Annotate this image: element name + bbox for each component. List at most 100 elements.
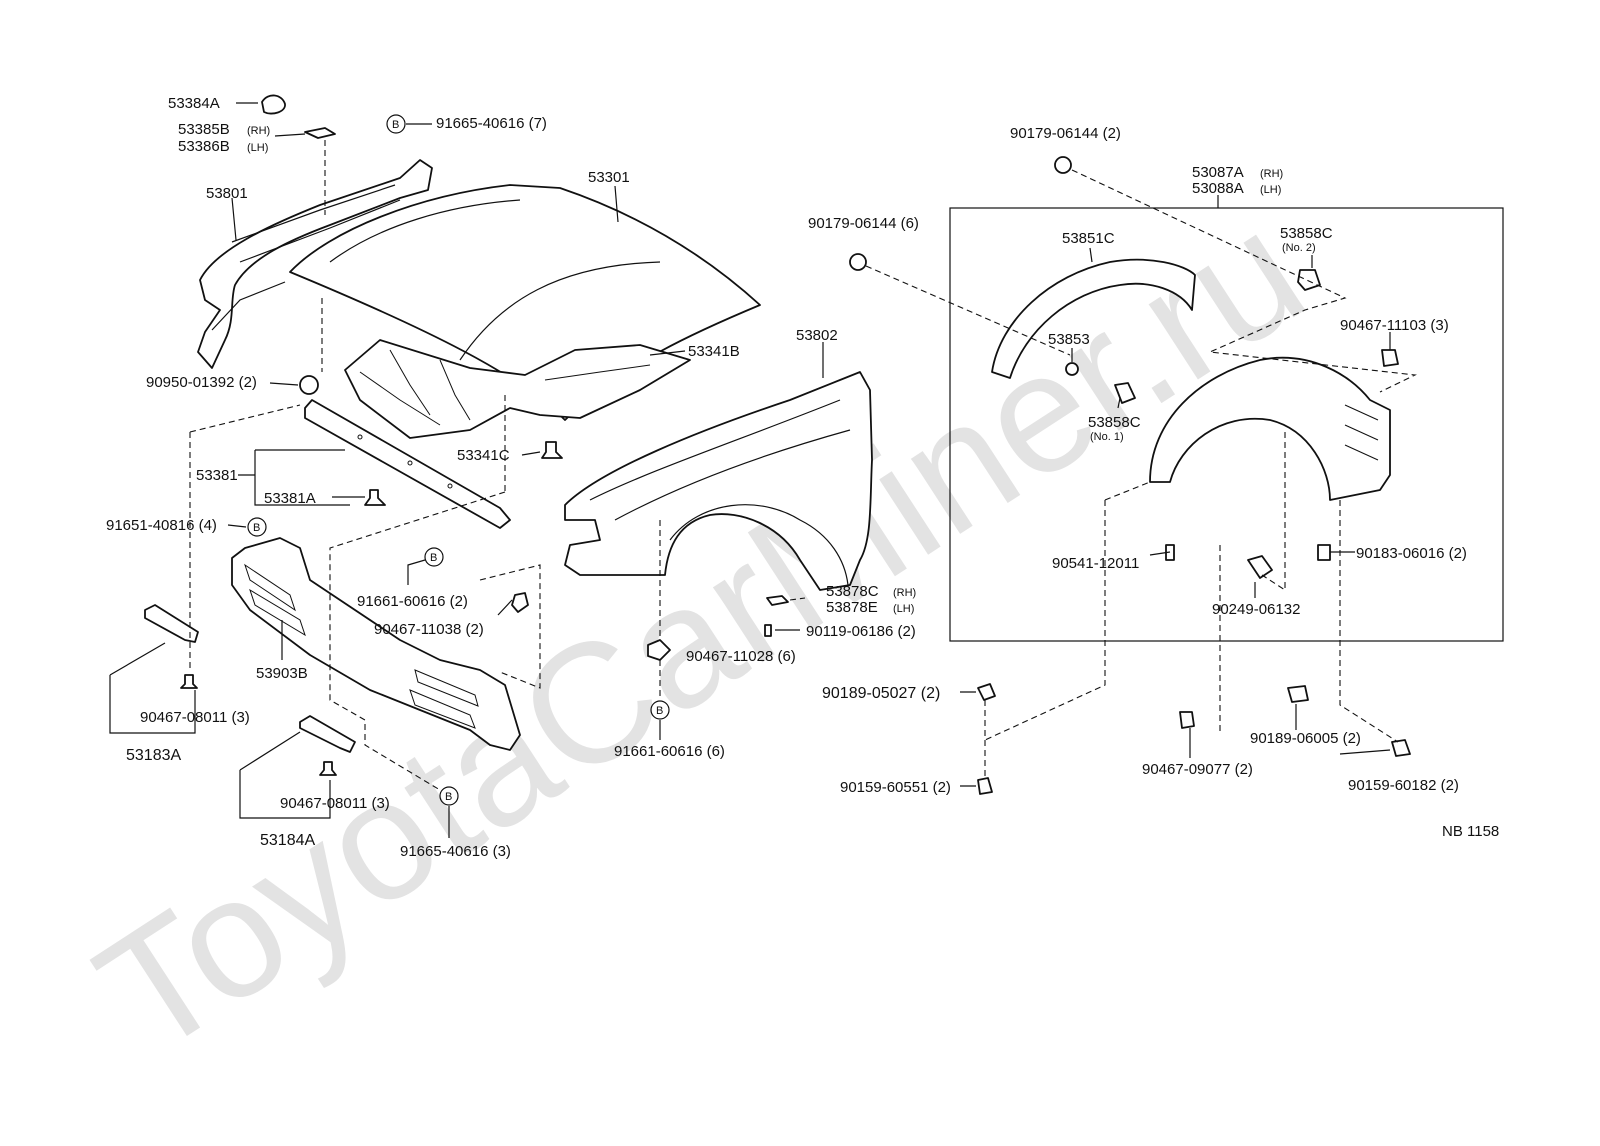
hood-cushion-90950[interactable]	[299, 375, 319, 395]
label-90541-12011: 90541-12011	[1052, 555, 1139, 572]
clip-53853[interactable]	[1065, 362, 1079, 376]
nut-90467-09077[interactable]	[1179, 711, 1195, 729]
front-fender-53802[interactable]	[564, 371, 873, 591]
clip-53878C[interactable]	[766, 595, 789, 606]
label-53386B-side: (LH)	[247, 142, 268, 154]
clip-90467-08011-b[interactable]	[319, 761, 337, 776]
leader-lines-left	[109, 102, 824, 838]
label-90119-06186: 90119-06186 (2)	[806, 623, 916, 640]
label-90467-11038: 90467-11038 (2)	[374, 621, 484, 638]
label-53301: 53301	[588, 169, 630, 186]
label-90467-11103: 90467-11103 (3)	[1340, 317, 1449, 334]
label-53858C-no1: 53858C	[1088, 414, 1141, 431]
label-90189-06005: 90189-06005 (2)	[1250, 730, 1361, 747]
label-53858C-no2-sub: (No. 2)	[1282, 242, 1316, 254]
label-53385B-side: (RH)	[247, 125, 270, 137]
svg-text:B: B	[430, 552, 437, 564]
label-53802: 53802	[796, 327, 838, 344]
clip-90467-11038[interactable]	[511, 592, 529, 613]
screw-90119[interactable]	[764, 624, 772, 637]
dashed-guides-right	[865, 169, 1417, 780]
label-90467-11028: 90467-11028 (6)	[686, 648, 796, 665]
bolt-symbol-b1: B	[386, 114, 406, 134]
diagram-code: NB 1158	[1442, 823, 1499, 840]
screw-90159-60551[interactable]	[977, 777, 993, 795]
label-90950-01392: 90950-01392 (2)	[146, 374, 257, 391]
label-53088A-side: (LH)	[1260, 184, 1281, 196]
label-91661-60616-2: 91661-60616 (2)	[357, 593, 468, 610]
clip-53341C[interactable]	[541, 441, 563, 459]
screw-90249[interactable]	[1247, 555, 1273, 579]
label-53858C-no2: 53858C	[1280, 225, 1333, 242]
svg-text:B: B	[656, 705, 663, 717]
label-53903B: 53903B	[256, 665, 308, 682]
label-90159-60551: 90159-60551 (2)	[840, 779, 951, 796]
label-53878C: 53878C	[826, 583, 879, 600]
label-53801: 53801	[206, 185, 248, 202]
nut-90183[interactable]	[1317, 544, 1331, 561]
screw-90159-60182[interactable]	[1391, 739, 1411, 757]
bracket-53183A[interactable]	[144, 604, 199, 643]
label-53878E-side: (LH)	[893, 603, 914, 615]
label-53858C-no1-sub: (No. 1)	[1090, 431, 1124, 443]
label-53341B: 53341B	[688, 343, 740, 360]
label-53851C: 53851C	[1062, 230, 1115, 247]
label-90467-09077: 90467-09077 (2)	[1142, 761, 1253, 778]
label-53385B: 53385B	[178, 121, 230, 138]
label-53878C-side: (RH)	[893, 587, 916, 599]
label-53184A: 53184A	[260, 832, 315, 849]
label-91665-40616-3: 91665-40616 (3)	[400, 843, 511, 860]
bolt-symbol-b5: B	[439, 786, 459, 806]
label-90467-08011-b: 90467-08011 (3)	[280, 795, 390, 812]
clip-90179-06144-left[interactable]	[849, 253, 867, 271]
clip-90189-05027[interactable]	[977, 683, 996, 701]
label-90179-06144-6: 90179-06144 (6)	[808, 215, 919, 232]
label-53341C: 53341C	[457, 447, 510, 464]
fender-flare-53087A[interactable]	[1149, 356, 1391, 501]
label-90249-06132: 90249-06132	[1212, 601, 1300, 618]
label-53087A: 53087A	[1192, 164, 1244, 181]
clip-53858C-no1[interactable]	[1114, 382, 1136, 404]
moulding-53851C[interactable]	[991, 258, 1196, 379]
label-90179-06144-2: 90179-06144 (2)	[1010, 125, 1121, 142]
svg-text:B: B	[445, 791, 452, 803]
svg-text:B: B	[253, 522, 260, 534]
svg-text:B: B	[392, 119, 399, 131]
label-53088A: 53088A	[1192, 180, 1244, 197]
label-91651-40816: 91651-40816 (4)	[106, 517, 217, 534]
hood-insulator-53341B[interactable]	[344, 339, 691, 439]
bolt-symbol-b3: B	[424, 547, 444, 567]
bolt-symbol-b2: B	[247, 517, 267, 537]
label-90183-06016: 90183-06016 (2)	[1356, 545, 1467, 562]
clip-53381A[interactable]	[364, 489, 386, 506]
label-53087A-side: (RH)	[1260, 168, 1283, 180]
bracket-53184A[interactable]	[299, 715, 356, 753]
radiator-grille-53903B[interactable]	[231, 537, 521, 751]
leader-lines-right	[960, 195, 1391, 787]
label-53878E: 53878E	[826, 599, 878, 616]
clip-90467-08011-a[interactable]	[180, 674, 198, 689]
hood-emblem-53384A[interactable]	[261, 94, 286, 115]
clip-90467-11103[interactable]	[1381, 349, 1399, 367]
label-53386B: 53386B	[178, 138, 230, 155]
bolt-symbol-b4: B	[650, 700, 670, 720]
label-91661-60616-6: 91661-60616 (6)	[614, 743, 725, 760]
dashed-guides-left	[189, 140, 806, 791]
clip-53858C-no2[interactable]	[1297, 269, 1321, 291]
hood-protector-53801[interactable]	[197, 159, 433, 369]
label-53384A: 53384A	[168, 95, 220, 112]
wheel-moulding-box	[949, 207, 1504, 642]
clip-90179-06144-top[interactable]	[1054, 156, 1072, 174]
part-labels: 53384A 53385B (RH) 53386B (LH) 91665-406…	[106, 95, 1499, 860]
label-90159-60182: 90159-60182 (2)	[1348, 777, 1459, 794]
hood-lock-support-53381[interactable]	[304, 399, 511, 529]
clip-90189-06005[interactable]	[1287, 685, 1309, 703]
label-53853: 53853	[1048, 331, 1090, 348]
label-53381: 53381	[196, 467, 238, 484]
label-90467-08011-a: 90467-08011 (3)	[140, 709, 250, 726]
label-53381A: 53381A	[264, 490, 316, 507]
label-90189-05027: 90189-05027 (2)	[822, 685, 940, 702]
emblem-clip-53385B[interactable]	[304, 127, 336, 139]
nut-90467-11028[interactable]	[647, 639, 671, 661]
